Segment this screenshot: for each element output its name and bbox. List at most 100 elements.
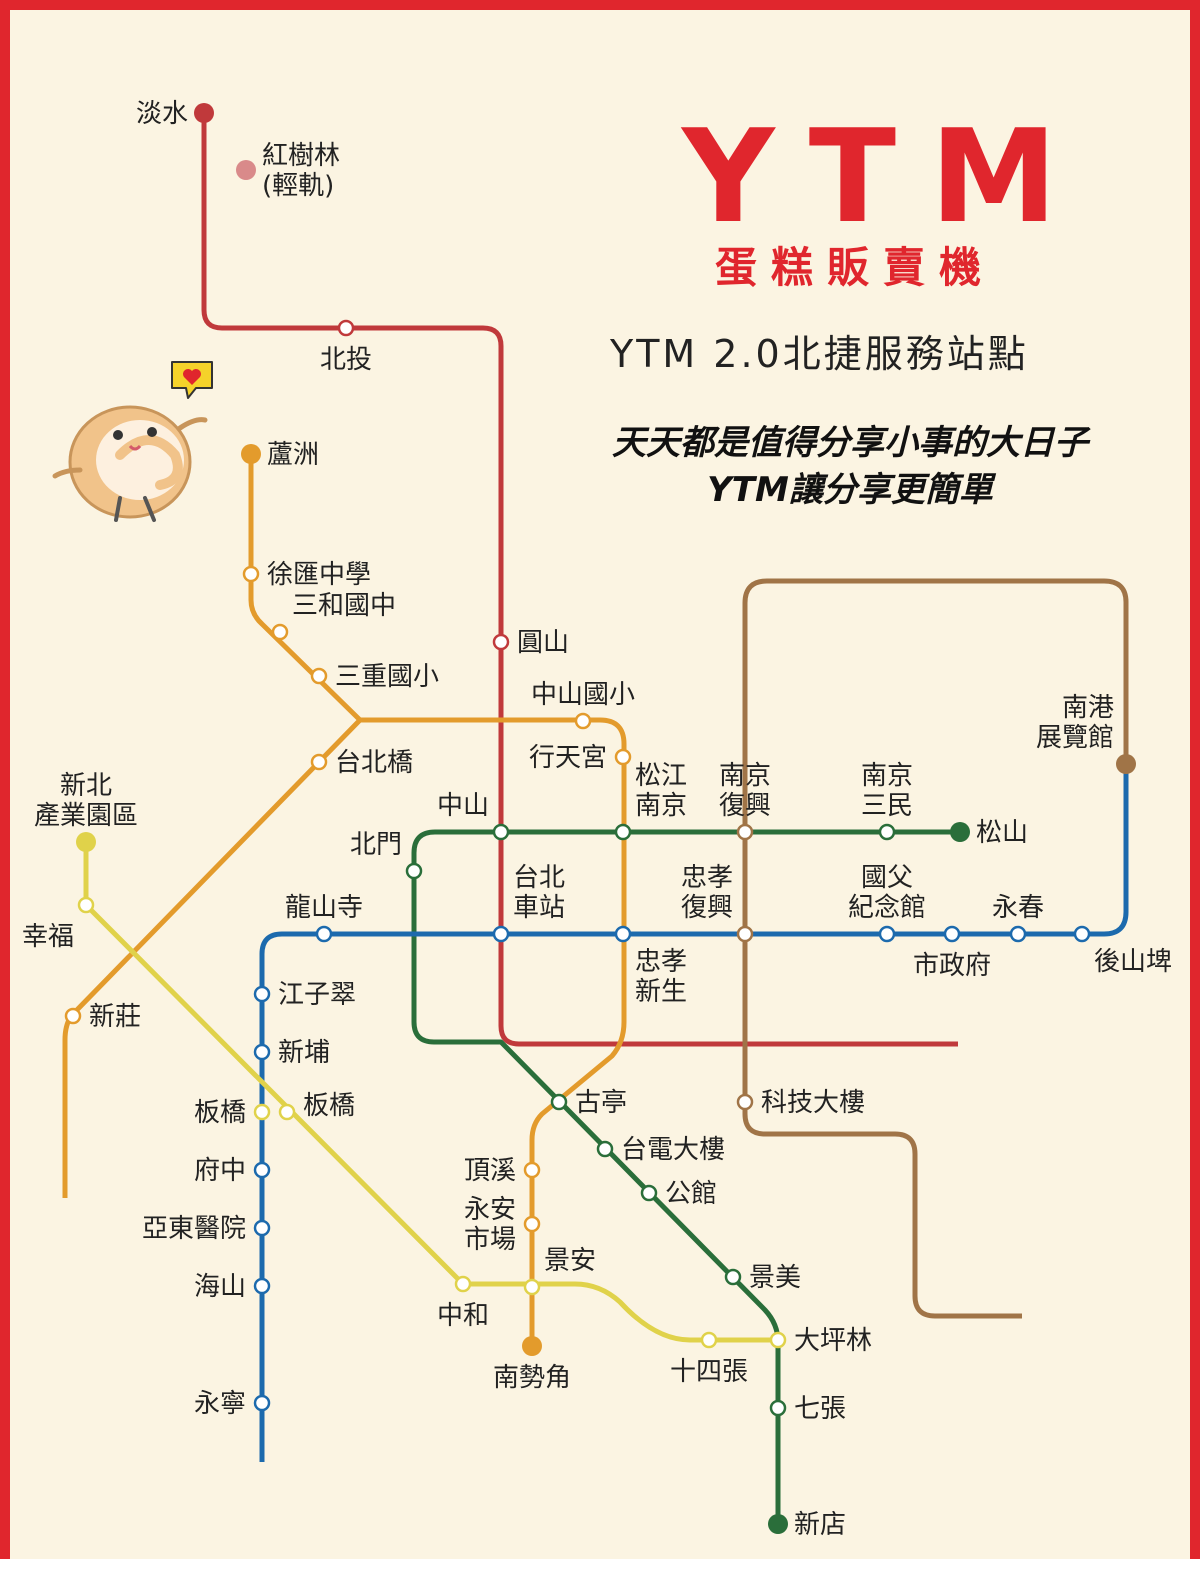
station-label-44: 南港展覽館 [1036, 693, 1114, 753]
metro-map: 淡水紅樹林(輕軌)北投圓山中山台北車站蘆洲徐匯中學三和國中三重國小台北橋新莊中山… [22, 99, 1172, 1540]
station-marker-station-46[interactable] [76, 832, 96, 852]
station-label-0: 淡水 [136, 99, 188, 129]
station-marker-station-19[interactable] [523, 1278, 541, 1296]
station-marker-station-11[interactable] [64, 1007, 82, 1025]
station-label-30: 新店 [794, 1510, 846, 1540]
station-label-3: 圓山 [517, 628, 569, 658]
station-marker-station-36[interactable] [253, 1219, 271, 1237]
station-label-28: 大坪林 [794, 1326, 872, 1356]
station-marker-station-4[interactable] [492, 823, 510, 841]
station-label-45: 科技大樓 [761, 1088, 865, 1118]
station-marker-station-9[interactable] [310, 667, 328, 685]
station-marker-station-21[interactable] [405, 862, 423, 880]
station-marker-station-42[interactable] [1009, 925, 1027, 943]
station-label-32: 江子翠 [278, 980, 356, 1010]
station-marker-station-23[interactable] [878, 823, 896, 841]
station-label-29: 七張 [794, 1394, 846, 1424]
station-label-31: 龍山寺 [285, 893, 363, 923]
station-label-43: 後山埤 [1094, 947, 1172, 977]
station-marker-station-22[interactable] [736, 823, 754, 841]
station-marker-station-20[interactable] [522, 1336, 542, 1356]
station-marker-station-0[interactable] [194, 103, 214, 123]
heart-bubble-icon [171, 361, 213, 399]
station-marker-station-34-yellow[interactable] [278, 1103, 296, 1121]
line-green [411, 829, 960, 1524]
station-label-11: 新莊 [89, 1002, 141, 1032]
station-label-37: 海山 [194, 1272, 246, 1302]
station-label-23: 南京三民 [861, 761, 913, 821]
station-label-9: 三重國小 [335, 662, 439, 692]
station-label-14: 松江南京 [635, 761, 687, 821]
station-marker-station-31[interactable] [315, 925, 333, 943]
station-marker-station-34[interactable] [253, 1103, 271, 1121]
mascot-cake-roll-icon [52, 405, 208, 522]
station-marker-station-35[interactable] [253, 1161, 271, 1179]
station-label-17: 頂溪 [464, 1156, 516, 1186]
station-marker-station-2[interactable] [337, 319, 355, 337]
station-label-47: 幸福 [22, 922, 74, 952]
station-label-39: 忠孝復興 [681, 863, 733, 923]
station-marker-station-39[interactable] [736, 925, 754, 943]
station-marker-station-32[interactable] [253, 985, 271, 1003]
station-label-24: 松山 [976, 818, 1028, 848]
station-marker-station-14[interactable] [614, 823, 632, 841]
station-label-34-yellow: 板橋 [303, 1091, 355, 1121]
logo-subtitle: 蛋糕販賣機 [714, 243, 995, 292]
station-marker-station-45[interactable] [736, 1093, 754, 1111]
station-marker-station-6[interactable] [241, 444, 261, 464]
station-marker-station-18[interactable] [523, 1215, 541, 1233]
station-marker-station-44[interactable] [1116, 754, 1136, 774]
station-label-38: 永寧 [194, 1389, 246, 1419]
station-marker-station-29[interactable] [769, 1399, 787, 1417]
station-label-26: 公館 [665, 1179, 717, 1209]
station-marker-station-28[interactable] [769, 1331, 787, 1349]
station-marker-station-27[interactable] [724, 1268, 742, 1286]
station-label-33: 新埔 [278, 1038, 330, 1068]
slogan-line-2: YTM讓分享更簡單 [707, 470, 993, 510]
station-label-5: 台北車站 [513, 863, 565, 923]
station-label-36: 亞東醫院 [142, 1214, 246, 1244]
station-marker-station-5[interactable] [492, 925, 510, 943]
station-marker-station-33[interactable] [253, 1043, 271, 1061]
station-marker-station-7[interactable] [242, 565, 260, 583]
station-label-19: 景安 [544, 1246, 596, 1276]
station-label-18: 永安市場 [464, 1195, 516, 1255]
station-marker-station-24[interactable] [950, 822, 970, 842]
line-brown [742, 578, 1129, 1319]
station-marker-station-26[interactable] [640, 1184, 658, 1202]
station-marker-station-8[interactable] [271, 623, 289, 641]
station-marker-station-40[interactable] [878, 925, 896, 943]
line-yellow [83, 842, 778, 1343]
station-marker-station-17[interactable] [523, 1161, 541, 1179]
station-marker-station-49[interactable] [700, 1331, 718, 1349]
station-marker-station-38[interactable] [253, 1394, 271, 1412]
station-label-16: 古亭 [575, 1088, 627, 1118]
page-title: YTM 2.0北捷服務站點 [610, 332, 1029, 376]
station-marker-station-47[interactable] [77, 896, 95, 914]
station-marker-station-12[interactable] [574, 712, 592, 730]
station-label-35: 府中 [194, 1156, 246, 1186]
station-marker-station-3[interactable] [492, 633, 510, 651]
station-marker-station-41[interactable] [943, 925, 961, 943]
station-marker-station-25[interactable] [596, 1140, 614, 1158]
station-marker-station-13[interactable] [614, 748, 632, 766]
station-marker-station-37[interactable] [253, 1277, 271, 1295]
station-marker-station-16[interactable] [550, 1093, 568, 1111]
station-marker-station-10[interactable] [310, 753, 328, 771]
station-label-6: 蘆洲 [267, 440, 319, 470]
station-marker-station-30[interactable] [768, 1514, 788, 1534]
station-label-46: 新北產業園區 [34, 771, 138, 831]
station-marker-station-1[interactable] [236, 160, 256, 180]
station-label-21: 北門 [350, 830, 402, 860]
station-label-49: 十四張 [670, 1357, 748, 1387]
station-label-40: 國父紀念館 [848, 863, 926, 923]
station-label-20: 南勢角 [493, 1363, 571, 1393]
station-label-25: 台電大樓 [621, 1135, 725, 1165]
logo-title: YTM [682, 103, 1092, 252]
station-label-27: 景美 [749, 1263, 801, 1293]
station-label-15: 忠孝新生 [635, 947, 687, 1007]
station-marker-station-15[interactable] [614, 925, 632, 943]
station-marker-station-43[interactable] [1073, 925, 1091, 943]
station-marker-station-48[interactable] [454, 1275, 472, 1293]
